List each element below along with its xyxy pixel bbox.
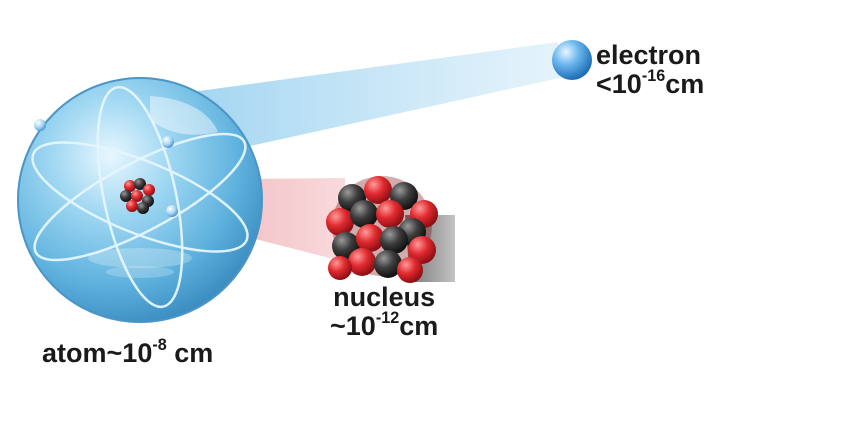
- nucleus-large: [326, 176, 438, 283]
- electron-name: electron: [596, 40, 702, 70]
- orbit-electron-markers: [34, 119, 178, 217]
- electron-label: electron <10-16cm: [596, 40, 705, 100]
- electron-size: <10-16cm: [596, 67, 705, 100]
- nucleus-size: ~10-12cm: [330, 309, 439, 342]
- electron-orbits: [31, 85, 249, 309]
- nucleus-name: nucleus: [333, 282, 436, 312]
- atom-name: atom: [42, 338, 107, 368]
- nucleus-label: nucleus ~10-12cm: [330, 282, 439, 342]
- atom-nucleus-small: [120, 178, 155, 214]
- atom-label: atom~10-8 cm: [42, 335, 214, 368]
- electron-sphere: [552, 40, 592, 80]
- electron-zoom-beam: [170, 42, 560, 158]
